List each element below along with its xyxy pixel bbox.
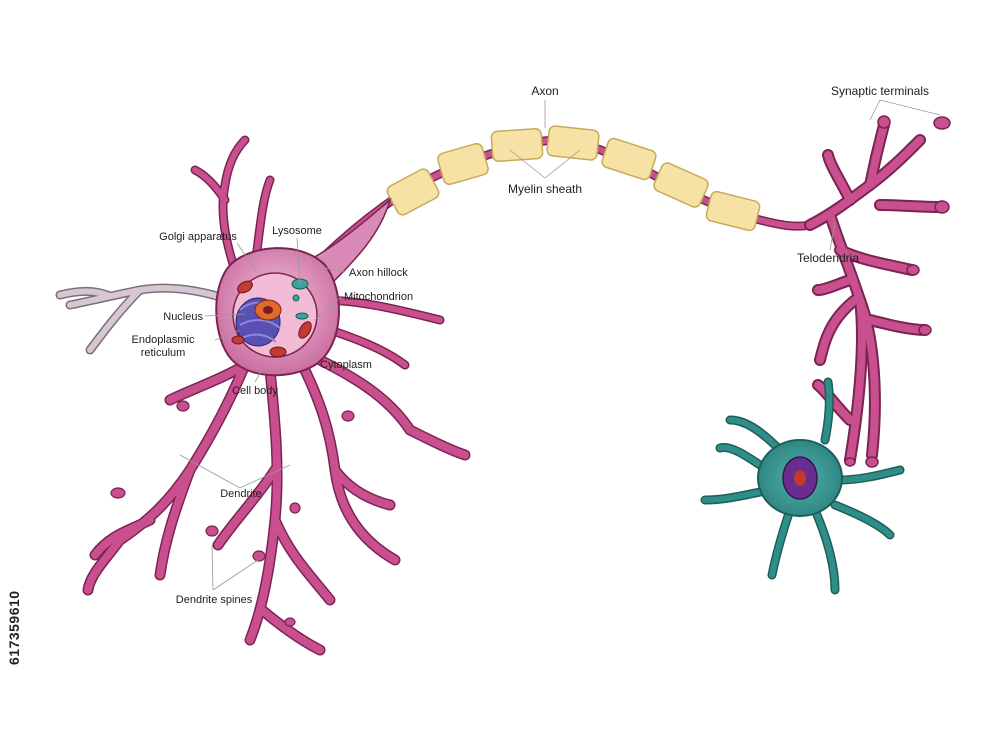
label-axon: Axon — [531, 84, 558, 98]
synaptic-terminals — [844, 115, 951, 468]
dendrites — [55, 135, 471, 656]
label-cell-body: Cell body — [232, 385, 278, 397]
label-dendrite-spines: Dendrite spines — [176, 594, 253, 606]
label-synaptic-terminals: Synaptic terminals — [831, 84, 929, 98]
mitochondria — [231, 280, 312, 358]
leader-lines — [179, 99, 941, 591]
labels: Axon Synaptic terminals Myelin sheath Te… — [132, 84, 930, 606]
target-neuron — [700, 377, 905, 595]
dendrite-spines — [110, 400, 355, 627]
nucleus — [254, 299, 282, 321]
myelin-sheath-segments — [386, 125, 761, 232]
stock-image-id: 617359610 — [6, 590, 22, 665]
label-axon-hillock: Axon hillock — [349, 267, 408, 279]
label-endoplasmic-reticulum-line2: reticulum — [141, 347, 186, 359]
label-golgi-apparatus: Golgi apparatus — [159, 231, 237, 243]
label-telodendria: Telodendria — [797, 251, 859, 265]
label-mitochondrion: Mitochondrion — [344, 291, 413, 303]
label-nucleus: Nucleus — [163, 311, 203, 323]
label-myelin-sheath: Myelin sheath — [508, 182, 582, 196]
label-lysosome: Lysosome — [272, 225, 322, 237]
label-endoplasmic-reticulum-line1: Endoplasmic — [132, 334, 195, 346]
label-dendrite: Dendrite — [220, 488, 262, 500]
label-cytoplasm: Cytoplasm — [320, 359, 372, 371]
